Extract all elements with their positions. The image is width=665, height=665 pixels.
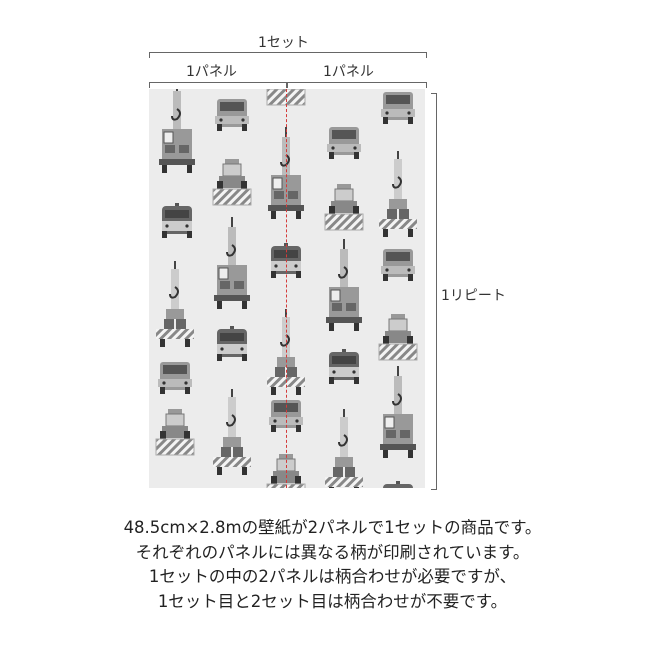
panel-seam-line: [286, 89, 287, 488]
caption-line-1: 48.5cm×2.8mの壁紙が2パネルで1セットの商品です。: [123, 518, 542, 537]
set-label: 1セット: [258, 35, 309, 51]
product-description: 48.5cm×2.8mの壁紙が2パネルで1セットの商品です。 それぞれのパネルに…: [0, 516, 665, 614]
caption-line-2: それぞれのパネルには異なる柄が印刷されています。: [135, 542, 530, 562]
panel-left-label: 1パネル: [186, 64, 237, 80]
set-bracket: [149, 52, 427, 58]
caption-line-4: 1セット目と2セット目は柄合わせが不要です。: [157, 591, 508, 611]
caption-line-3: 1セットの中の2パネルは柄合わせが必要ですが、: [148, 567, 517, 586]
panel-left-bracket: [149, 82, 288, 88]
wallpaper-pattern-image: [149, 89, 425, 488]
repeat-label: 1リピート: [441, 288, 506, 304]
repeat-bracket: [431, 93, 437, 490]
panel-right-bracket: [286, 82, 427, 88]
panel-right-label: 1パネル: [323, 64, 374, 80]
vehicle-pattern-icon: [155, 89, 418, 488]
